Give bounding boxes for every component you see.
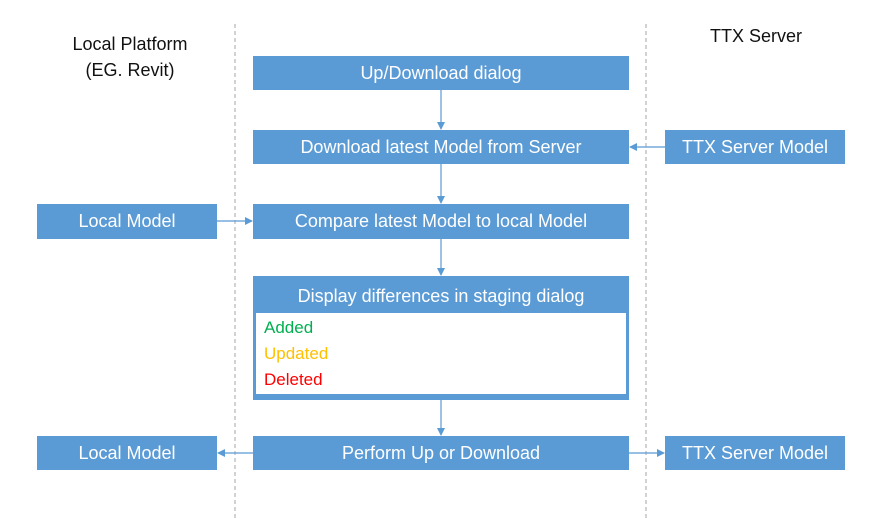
perform-box: Perform Up or Download: [253, 436, 629, 470]
lane-header-local-line1: Local Platform: [72, 34, 188, 54]
compare-box: Compare latest Model to local Model: [253, 204, 629, 239]
staging-item-updated: Updated: [264, 344, 329, 363]
staging-item-added: Added: [264, 318, 314, 337]
staging-title: Display differences in staging dialog: [297, 285, 585, 306]
download-latest-box: Download latest Model from Server: [253, 130, 629, 164]
updownload-dialog-box: Up/Download dialog: [253, 56, 629, 90]
server-model-bottom-box: TTX Server Model: [665, 436, 845, 470]
lane-header-local-line2: (EG. Revit): [85, 60, 175, 80]
staging-item-deleted: Deleted: [264, 370, 323, 389]
staging-dialog-box: Display differences in staging dialog Ad…: [253, 276, 629, 400]
local-model-top-box: Local Model: [37, 204, 217, 239]
server-model-top-box: TTX Server Model: [665, 130, 845, 164]
lane-header-local: Local Platform (EG. Revit): [30, 31, 230, 83]
lane-header-server: TTX Server: [709, 26, 802, 46]
local-model-bottom-box: Local Model: [37, 436, 217, 470]
staging-list: Added Updated Deleted: [256, 313, 626, 394]
